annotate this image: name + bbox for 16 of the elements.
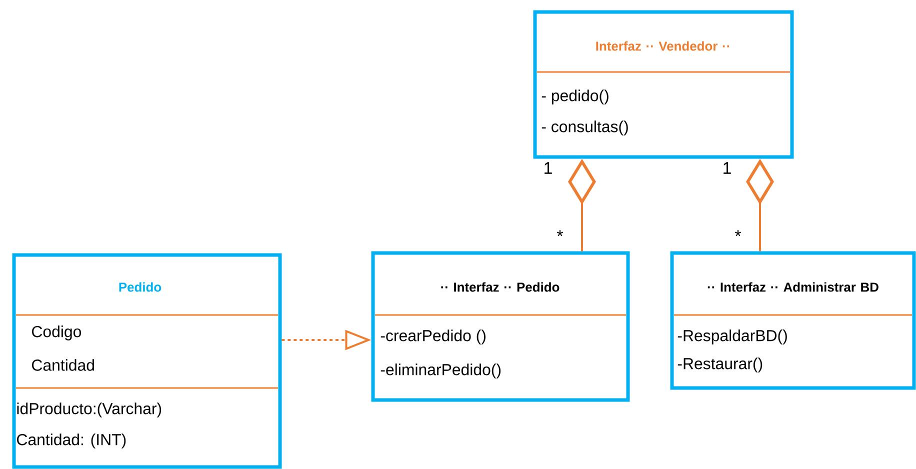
- class-name: Interfaz ·· Vendedor ··: [596, 41, 730, 51]
- member-text: -Restaurar(): [678, 358, 762, 372]
- member-text: idProducto:(Varchar): [17, 402, 162, 418]
- member-text: -crearPedido (): [380, 330, 486, 344]
- class-name: ·· Interfaz ·· Administrar BD: [708, 282, 878, 292]
- member-text: - pedido(): [542, 90, 608, 104]
- multiplicity-label: *: [556, 230, 564, 236]
- member-text: -eliminarPedido(): [380, 364, 501, 378]
- class-name: ·· Interfaz ·· Pedido: [441, 282, 560, 292]
- multiplicity-label: *: [734, 230, 742, 236]
- member-text: -RespaldarBD(): [678, 330, 787, 344]
- member-text: - consultas(): [542, 120, 628, 136]
- member-text: Cantidad: (INT): [17, 434, 126, 448]
- class-name: Pedido: [119, 282, 162, 292]
- member-text: Codigo: [32, 326, 82, 340]
- member-text: Cantidad: [32, 359, 94, 371]
